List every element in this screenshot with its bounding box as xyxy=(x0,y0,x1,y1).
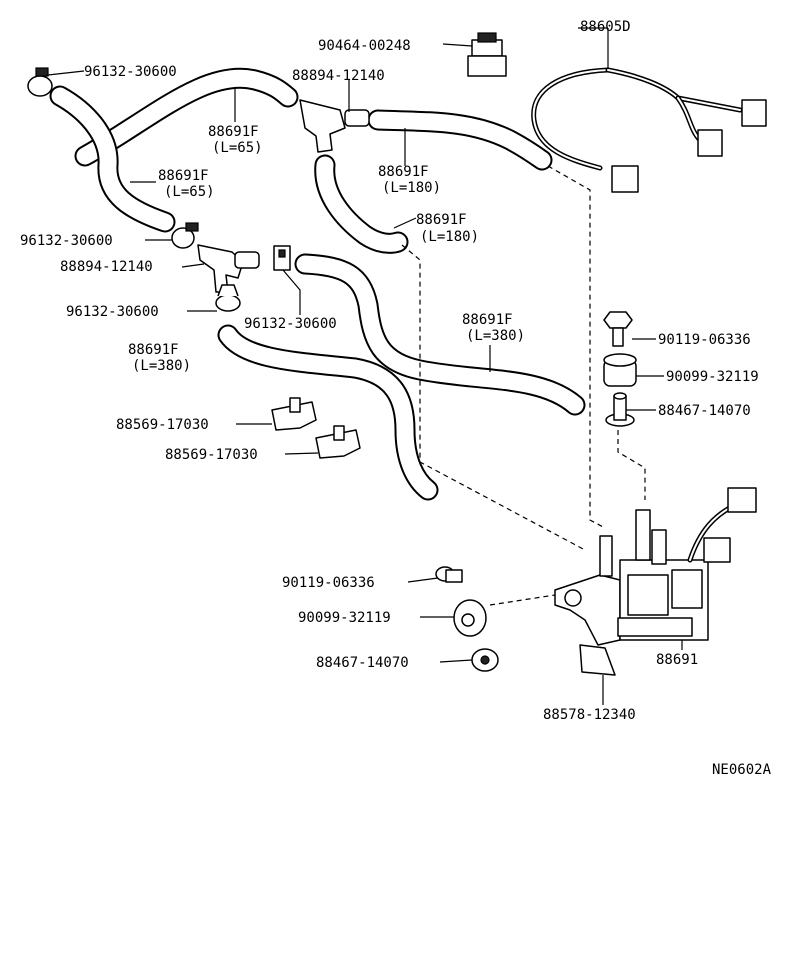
hose-top-left-long xyxy=(74,67,299,167)
part-number-label: 90464-00248 xyxy=(318,38,411,54)
part-number-label: 90099-32119 xyxy=(298,610,391,626)
part-number-label: 88467-14070 xyxy=(316,655,409,671)
part-number-label: 90099-32119 xyxy=(666,369,759,385)
leader-a xyxy=(47,70,85,76)
leader-u xyxy=(439,659,473,663)
dashed-ref-line-1 xyxy=(547,165,606,529)
part-number-label: 88605D xyxy=(580,19,631,35)
part-number-label: 88691F xyxy=(416,212,467,228)
part-number-label: 88691F xyxy=(128,342,179,358)
collar-right xyxy=(605,392,635,427)
length-label: (L=65) xyxy=(164,184,215,200)
wire-harness xyxy=(531,67,767,193)
leader-s xyxy=(407,577,439,583)
three-way-joint-mid xyxy=(197,244,260,293)
label-plate xyxy=(579,644,616,676)
length-label: (L=380) xyxy=(132,358,191,374)
dashed-ref-line-2 xyxy=(401,244,586,551)
hose-upper-right-l180 xyxy=(367,109,553,171)
part-number-label: 88894-12140 xyxy=(292,68,385,84)
length-label: (L=180) xyxy=(382,180,441,196)
cushion-right xyxy=(603,353,637,387)
vacuum-switching-valve-assembly xyxy=(554,487,757,646)
hose-clamp-mid-left xyxy=(171,222,199,249)
hose-left-short xyxy=(49,85,176,233)
length-label: (L=380) xyxy=(466,328,525,344)
hose-mid-l180 xyxy=(314,154,409,254)
hose-clamp-lower xyxy=(215,284,241,312)
hose-holder-clip-upper xyxy=(271,397,317,431)
part-number-label: 88691F xyxy=(208,124,259,140)
bolt-lower xyxy=(435,566,463,583)
part-number-label: 96132-30600 xyxy=(20,233,113,249)
three-way-joint-top xyxy=(299,99,370,153)
leader-j xyxy=(181,263,205,268)
part-number-label: 88691 xyxy=(656,652,698,668)
leader-l xyxy=(282,269,301,315)
leader-b xyxy=(442,43,473,47)
part-number-label: 90119-06336 xyxy=(282,575,375,591)
part-number-label: 96132-30600 xyxy=(66,304,159,320)
hose-clip-top xyxy=(467,32,507,77)
hose-right-l380 xyxy=(294,253,586,416)
leader-o xyxy=(284,452,319,455)
diagram-code-label: NE0602A xyxy=(712,762,772,778)
collar-lower xyxy=(471,648,499,672)
hose-clamp-top-left xyxy=(27,67,53,97)
leader-h xyxy=(393,217,417,229)
hose-left-l380 xyxy=(217,324,439,501)
hose-holder-clip-lower xyxy=(315,425,361,459)
part-number-label: 88691F xyxy=(158,168,209,184)
length-label: (L=180) xyxy=(420,229,479,245)
hose-clamp-small-box xyxy=(273,245,291,271)
length-label: (L=65) xyxy=(212,140,263,156)
part-number-label: 88467-14070 xyxy=(658,403,751,419)
part-number-label: 88569-17030 xyxy=(116,417,209,433)
part-number-label: 96132-30600 xyxy=(84,64,177,80)
dashed-ref-line-3 xyxy=(617,430,646,500)
part-number-label: 90119-06336 xyxy=(658,332,751,348)
part-number-label: 88691F xyxy=(462,312,513,328)
part-number-label: 88578-12340 xyxy=(543,707,636,723)
dashed-ref-line-4 xyxy=(489,594,556,606)
part-number-label: 88691F xyxy=(378,164,429,180)
part-number-label: 96132-30600 xyxy=(244,316,337,332)
part-number-label: 88569-17030 xyxy=(165,447,258,463)
part-number-label: 88894-12140 xyxy=(60,259,153,275)
cushion-lower xyxy=(453,599,487,637)
bolt-right xyxy=(603,311,633,347)
